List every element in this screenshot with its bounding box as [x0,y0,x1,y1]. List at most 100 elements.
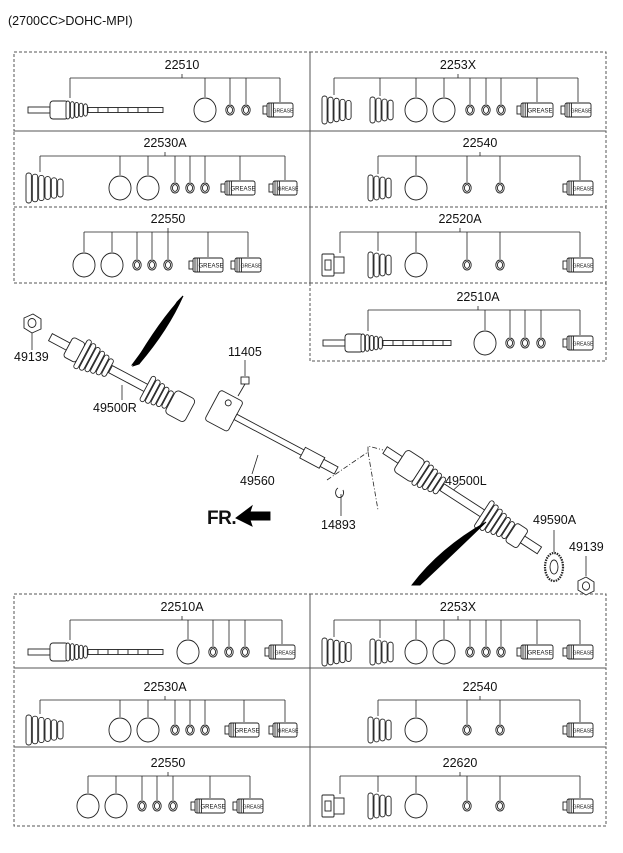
clamp-ring-inner [466,106,474,114]
boot-fold [95,354,110,376]
grease-tube: GREASE [562,335,594,351]
boot-fold [101,358,114,377]
clamp-ring-inner [496,261,504,269]
grease-tube-cap [190,801,196,811]
leader-line [251,454,259,475]
boot-fold [31,715,39,745]
boot-fold [379,253,386,277]
kit-label-22510a: 22510A [456,290,500,304]
boot-fold [321,95,328,125]
boot-fold [83,103,88,117]
kit-label-22510: 22510 [164,58,200,72]
cv-joint-housing [321,253,345,277]
boot-fold [422,468,438,491]
part-label-nut-left: 49139 [569,540,604,554]
clamp-ring-inner [463,802,471,810]
bearing-bracket [205,390,243,432]
boot-fold [379,718,386,742]
ring-part [404,639,428,665]
grease-text: GREASE [278,729,300,735]
grease-tube: GREASE [562,644,594,660]
boot-fold [83,645,88,659]
grease-text: GREASE [527,109,552,115]
grease-text: GREASE [230,187,255,193]
snap-ring [335,487,344,499]
clamp-ring-inner [463,726,471,734]
boot-fold [25,714,32,746]
grease-text: GREASE [273,109,295,115]
grease-text: GREASE [234,729,259,735]
shaft-spline [322,339,346,347]
drive-shaft-left [382,446,543,555]
boot-fold [385,795,392,817]
clamp-ring-inner [463,184,471,192]
grease-tube: GREASE [562,257,595,273]
boot-fold [327,96,334,124]
clamp-ring-inner [496,726,504,734]
housing-window [324,259,332,271]
boot [474,500,515,539]
boot-fold [345,100,352,120]
shaft-spline [519,535,543,555]
kit-label-2253x-lower: 2253X [439,600,477,614]
housing-neck [333,797,345,815]
clamp-ring-inner [521,339,529,347]
boot-fold [69,643,75,661]
boot-fold [501,521,515,539]
boot [360,333,383,353]
kit-label-22540-lower: 22540 [462,680,498,694]
grease-text: GREASE [573,264,595,270]
center-guide-line [367,451,379,511]
boot-fold [78,343,97,371]
shaft-bar [87,649,164,655]
boot-fold [78,102,84,118]
kit-label-22540: 22540 [462,136,498,150]
part-label-bolt: 11405 [228,345,262,359]
grease-tube: GREASE [220,180,256,196]
ring-part [176,639,200,665]
boot [369,638,394,666]
cv-housing [344,333,364,353]
boot-fold [373,252,380,278]
boot [139,375,174,409]
boot-fold [360,333,366,353]
boot-fold [25,172,32,204]
boot-fold [411,460,430,486]
boot-fold [373,717,380,743]
grease-tube: GREASE [232,798,264,814]
front-arrow [235,504,271,527]
ring-part [404,97,428,123]
ring-part [72,252,96,278]
part-label-snap-ring: 14893 [321,518,356,532]
part-label-nut-right: 49139 [14,350,49,364]
shaft-bar [382,340,452,346]
boot [367,251,392,279]
boot [367,716,392,744]
boot-fold [139,375,157,403]
shaft-spline [319,458,339,475]
cv-joint-housing [321,794,345,818]
boot [25,714,64,746]
kit-label-22510a-lower: 22510A [160,600,204,614]
kit-panel [309,746,607,827]
shaft-bar [87,107,164,113]
part-label-tone-wheel: 49590A [533,513,577,527]
kit-label-22520a: 22520A [438,212,482,226]
grease-tube: GREASE [562,180,594,196]
hex-nut-hole [581,581,591,591]
grease-tube: GREASE [560,102,592,118]
grease-tube-cap [224,725,230,735]
boot [65,100,88,120]
grease-tube-cap [230,260,236,270]
boot [25,172,64,204]
grease-text: GREASE [200,805,225,811]
grease-text: GREASE [573,729,595,735]
grease-tube-cap [232,801,238,811]
kit-label-2253x: 2253X [439,58,477,72]
grease-text: GREASE [275,651,297,657]
grease-tube-cap [562,801,568,811]
axle-shaft [27,100,164,120]
boot-fold [321,637,328,667]
boot-fold [364,334,370,352]
